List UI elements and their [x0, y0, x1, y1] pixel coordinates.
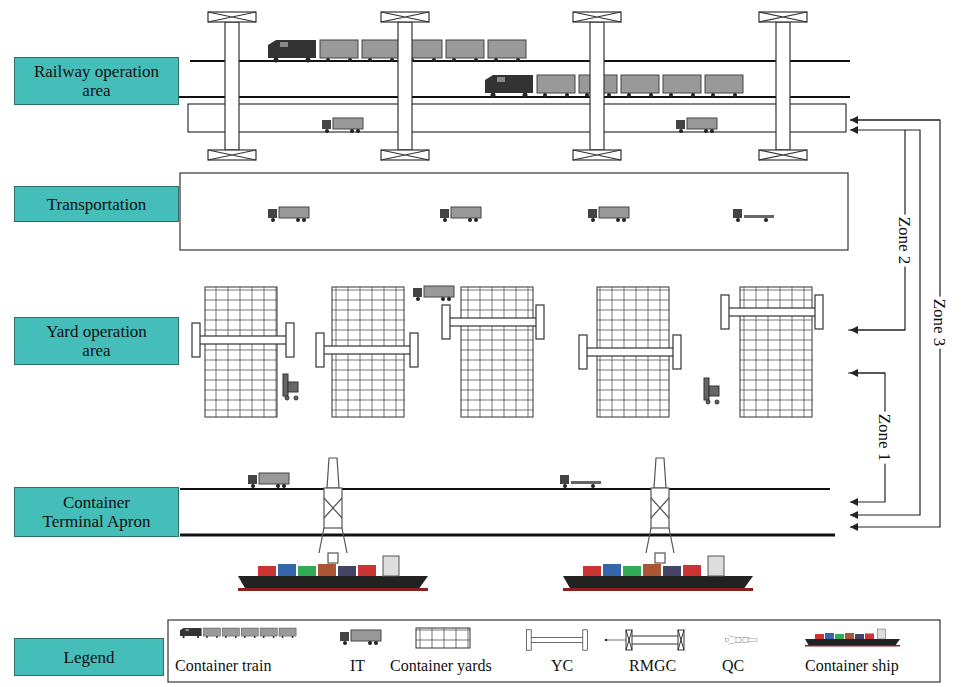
legend-text: RMGC: [629, 657, 676, 675]
area-label: Container Terminal Apron: [38, 493, 156, 531]
area-label-box: Yard operation area: [14, 317, 179, 365]
area-label: Legend: [64, 648, 115, 667]
legend-text: QC: [722, 657, 744, 675]
area-label-box: Transportation: [14, 186, 179, 222]
area-label: Railway operation area: [27, 62, 167, 100]
legend-heading-box: Legend: [14, 638, 164, 676]
legend-text: YC: [551, 657, 573, 675]
legend-text: IT: [350, 657, 365, 675]
legend-text: Container train: [175, 657, 271, 675]
zone-label: Zone 1: [876, 411, 895, 463]
area-label-box: Container Terminal Apron: [14, 487, 179, 537]
area-label: Yard operation area: [34, 322, 159, 360]
area-label: Transportation: [47, 195, 147, 214]
area-label-box: Railway operation area: [14, 57, 179, 105]
zone-label: Zone 2: [896, 214, 915, 266]
legend-text: Container yards: [390, 657, 492, 675]
zone-label: Zone 3: [931, 296, 950, 348]
legend-text: Container ship: [805, 657, 899, 675]
